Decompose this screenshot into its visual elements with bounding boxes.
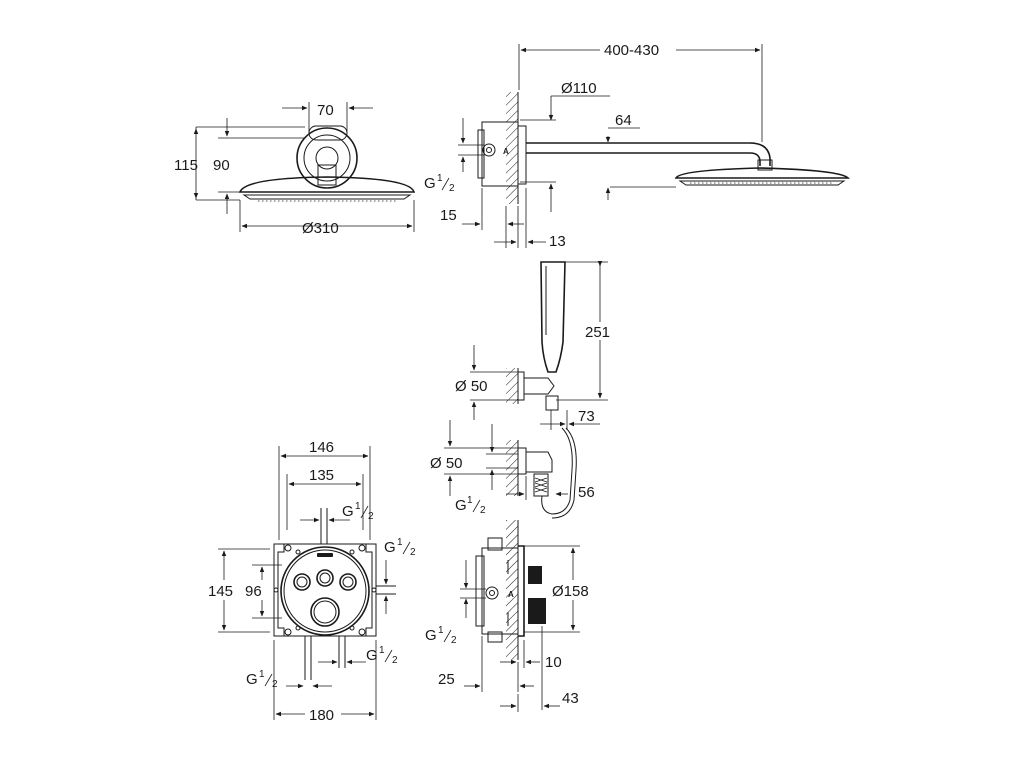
dim-13: 13 [549, 233, 566, 250]
outlet-thread [534, 477, 548, 493]
thread-g-valve-right: G [384, 539, 396, 556]
dim-15: 15 [440, 207, 457, 224]
svg-text:1: 1 [438, 625, 444, 636]
svg-text:1: 1 [467, 495, 473, 506]
svg-text:2: 2 [368, 511, 374, 522]
dim-25: 25 [438, 671, 455, 688]
dim-d110: Ø110 [561, 80, 597, 97]
dim-251: 251 [585, 324, 610, 341]
dim-96: 96 [245, 583, 262, 600]
dim-10: 10 [545, 654, 562, 671]
frame-screws [273, 544, 377, 636]
dim-180: 180 [309, 707, 334, 724]
svg-text:1: 1 [397, 537, 403, 548]
thread-g-valve-top: G [342, 503, 354, 520]
svg-text:2: 2 [410, 547, 416, 558]
dim-146: 146 [309, 439, 334, 456]
dim-d158: Ø158 [552, 583, 589, 600]
dim-d50-outlet: Ø 50 [430, 455, 463, 472]
thread-g-top: G [424, 175, 436, 192]
dim-90: 90 [213, 157, 230, 174]
dim-d50-holder: Ø 50 [455, 378, 488, 395]
valve-knob-side-bottom [528, 598, 546, 624]
valve-knob-side-top [528, 566, 542, 584]
dim-64: 64 [615, 112, 632, 129]
thermostat-knob [310, 597, 340, 627]
svg-text:2: 2 [449, 183, 455, 194]
valve-mark-a-side: A [508, 590, 514, 599]
dim-115: 115 [174, 157, 198, 174]
svg-text:1: 1 [437, 173, 443, 184]
head-shower-side-view: 400-430 Ø110 64 A [424, 40, 850, 250]
hand-shower-view: 251 Ø 50 73 [430, 260, 614, 519]
svg-text:2: 2 [451, 635, 457, 646]
head-shower-front-view: 70 115 90 Ø310 [174, 102, 416, 237]
dim-73: 73 [578, 408, 595, 425]
svg-text:2: 2 [480, 505, 486, 516]
dim-400-430: 400-430 [604, 42, 659, 59]
dim-145: 145 [208, 583, 233, 600]
dim-43: 43 [562, 690, 579, 707]
thread-g-valve-side: G [425, 627, 437, 644]
valve-side-view: A Ø158 G 1 2 10 [425, 520, 598, 712]
svg-text:1: 1 [379, 645, 385, 656]
dim-135: 135 [309, 467, 334, 484]
svg-text:2: 2 [272, 679, 278, 690]
thread-g-hand: G [455, 497, 467, 514]
svg-text:2: 2 [392, 655, 398, 666]
valve-mark-a: A [503, 147, 509, 156]
dim-56: 56 [578, 484, 595, 501]
dim-d310: Ø310 [302, 220, 339, 237]
dim-70: 70 [317, 102, 334, 119]
thread-g-valve-bottom-right: G [366, 647, 378, 664]
svg-text:1: 1 [355, 501, 361, 512]
valve-front-view: 146 135 G 1 2 [208, 439, 416, 724]
thread-g-valve-bottom-left: G [246, 671, 258, 688]
valve-push-buttons [293, 569, 357, 591]
svg-text:1: 1 [259, 669, 265, 680]
